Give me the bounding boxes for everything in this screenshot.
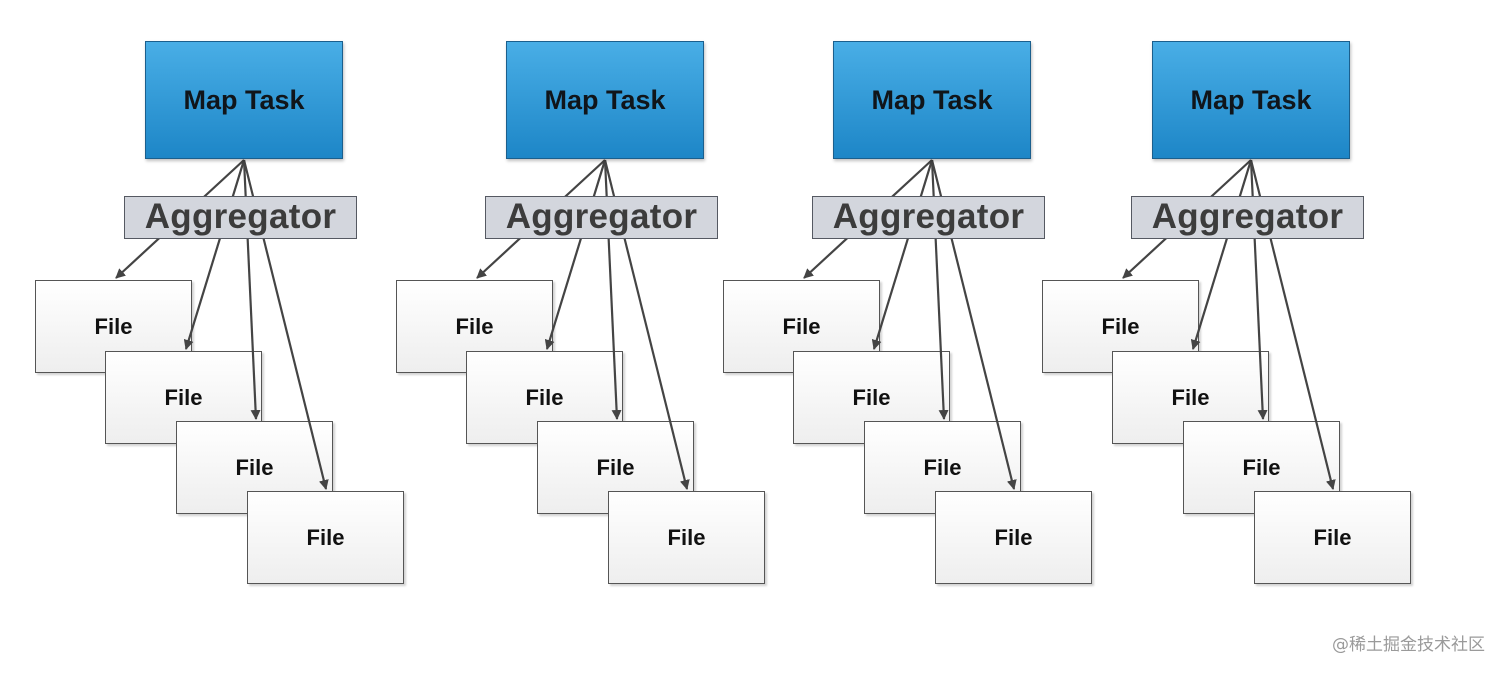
file-box-3-1-label: File xyxy=(782,313,821,339)
map-task-box-1: Map Task xyxy=(145,41,343,159)
map-task-box-2: Map Task xyxy=(506,41,704,159)
aggregator-box-2-label: Aggregator xyxy=(505,196,698,236)
aggregator-box-4: Aggregator xyxy=(1131,196,1364,239)
arrow-4-2 xyxy=(1190,159,1253,350)
file-box-3-3-label: File xyxy=(923,454,962,480)
aggregator-box-1-label: Aggregator xyxy=(144,196,337,236)
file-box-1-4: File xyxy=(247,491,404,584)
file-box-4-1-label: File xyxy=(1101,313,1140,339)
map-task-box-3: Map Task xyxy=(833,41,1031,159)
file-box-1-2-label: File xyxy=(164,384,203,410)
file-box-2-4-label: File xyxy=(667,524,706,550)
file-box-3-4: File xyxy=(935,491,1092,584)
file-box-1-3-label: File xyxy=(235,454,274,480)
aggregator-box-4-label: Aggregator xyxy=(1151,196,1344,236)
arrow-1-2 xyxy=(183,159,246,350)
watermark: @稀土掘金技术社区 xyxy=(1332,635,1485,655)
file-box-3-2-label: File xyxy=(852,384,891,410)
map-task-box-4-label: Map Task xyxy=(1190,84,1312,115)
arrow-3-2 xyxy=(871,159,934,350)
file-box-1-1-label: File xyxy=(94,313,133,339)
map-task-box-4: Map Task xyxy=(1152,41,1350,159)
arrow-2-2 xyxy=(544,159,607,350)
file-box-2-3-label: File xyxy=(596,454,635,480)
file-box-4-4: File xyxy=(1254,491,1411,584)
aggregator-box-3: Aggregator xyxy=(812,196,1045,239)
file-box-3-4-label: File xyxy=(994,524,1033,550)
file-box-4-4-label: File xyxy=(1313,524,1352,550)
map-task-box-2-label: Map Task xyxy=(544,84,666,115)
map-task-box-3-label: Map Task xyxy=(871,84,993,115)
file-box-2-1-label: File xyxy=(455,313,494,339)
aggregator-box-1: Aggregator xyxy=(124,196,357,239)
map-task-box-1-label: Map Task xyxy=(183,84,305,115)
aggregator-box-3-label: Aggregator xyxy=(832,196,1025,236)
file-box-1-4-label: File xyxy=(306,524,345,550)
file-box-4-2-label: File xyxy=(1171,384,1210,410)
aggregator-box-2: Aggregator xyxy=(485,196,718,239)
file-box-2-4: File xyxy=(608,491,765,584)
file-box-2-2-label: File xyxy=(525,384,564,410)
file-box-4-3-label: File xyxy=(1242,454,1281,480)
